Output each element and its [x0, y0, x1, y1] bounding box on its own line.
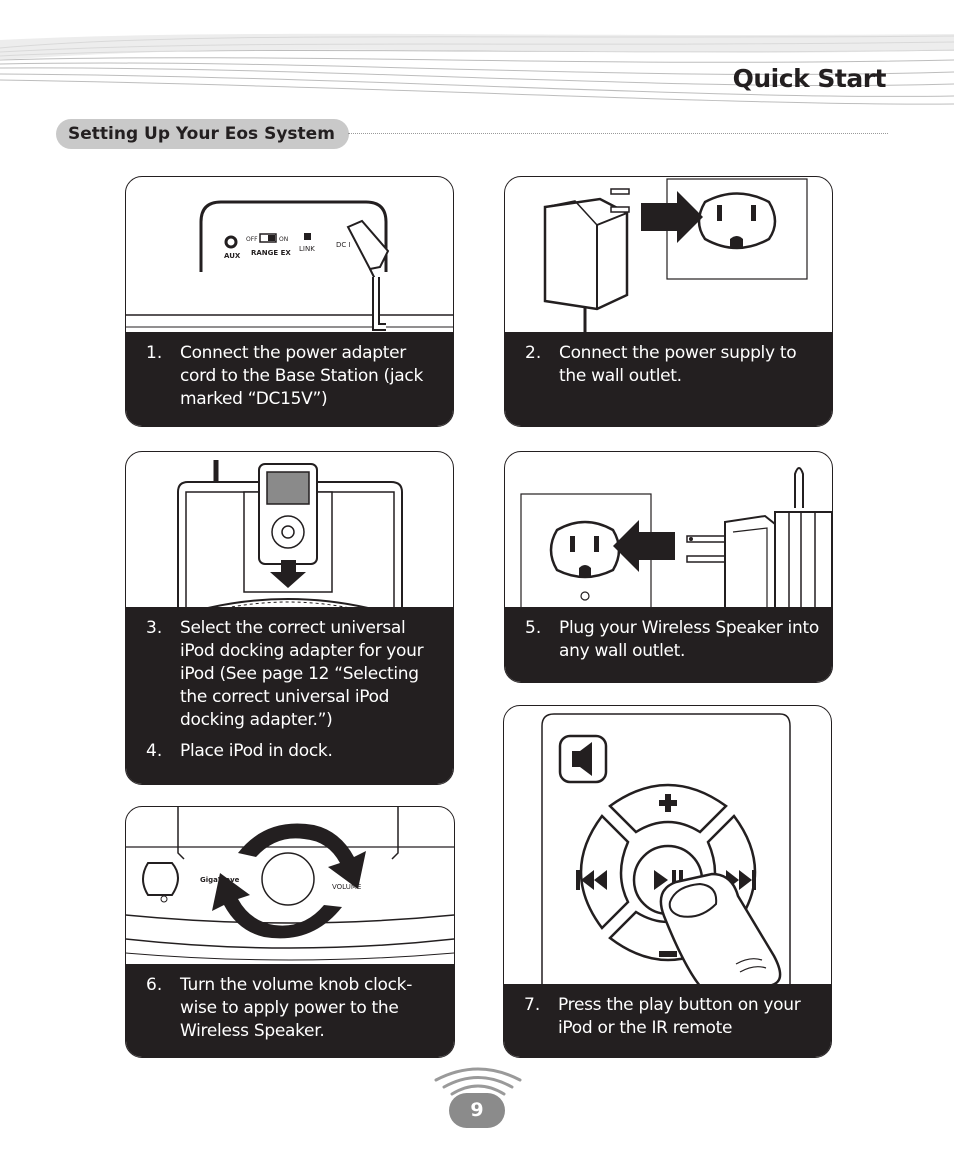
- page-title: Quick Start: [732, 64, 887, 93]
- volume-knob-illustration: GigaWave VOLUME: [126, 807, 454, 961]
- section-divider: [348, 133, 888, 134]
- step-6: 6. Turn the volume knob clock-wise to ap…: [146, 974, 442, 1043]
- step-number: 2.: [525, 343, 542, 363]
- speaker-icon: [558, 734, 608, 784]
- page-number: 9: [449, 1093, 505, 1128]
- step-text: Select the correct universal iPod dockin…: [180, 618, 424, 730]
- base-station-jack-illustration: AUX OFF ON RANGE EX LINK DC I: [126, 200, 453, 331]
- step-2: 2. Connect the power supply to the wall …: [525, 342, 820, 388]
- step-number: 5.: [525, 618, 542, 638]
- rotate-clockwise-icon: [238, 823, 366, 889]
- step-number: 3.: [146, 618, 163, 638]
- speaker-to-outlet-illustration: [520, 467, 832, 608]
- finger-pressing-icon: [659, 872, 782, 986]
- next-track-icon: [726, 870, 756, 890]
- on-label: ON: [279, 236, 288, 243]
- step-text: Place iPod in dock.: [180, 741, 333, 761]
- power-plug-icon: [346, 219, 390, 331]
- ipod-icon: [258, 463, 318, 565]
- arrow-left-icon: [613, 520, 675, 572]
- wall-outlet-icon: [549, 520, 621, 579]
- minus-icon: [659, 951, 677, 957]
- step-card-1: AUX OFF ON RANGE EX LINK DC I 1. Connect…: [125, 176, 454, 427]
- step-card-2: 2. Connect the power supply to the wall …: [504, 176, 833, 427]
- ipod-dock-illustration: [177, 460, 403, 608]
- wireless-waves-icon: [434, 1067, 522, 1096]
- step-card-3: 3. Select the correct universal iPod doc…: [125, 451, 454, 785]
- step-number: 7.: [524, 995, 541, 1015]
- rotate-arrow-lower-icon: [212, 873, 342, 939]
- range-ex-label: RANGE EX: [251, 249, 291, 257]
- step-3: 3. Select the correct universal iPod doc…: [146, 617, 441, 732]
- adapter-to-outlet-illustration: [543, 178, 808, 333]
- dc-label: DC I: [336, 241, 351, 249]
- step-4: 4. Place iPod in dock.: [146, 740, 441, 763]
- step-text: Plug your Wireless Speaker into any wall…: [559, 618, 819, 661]
- step-card-5: 5. Plug your Wireless Speaker into any w…: [504, 451, 833, 683]
- header-swoosh: [0, 33, 954, 105]
- off-label: OFF: [246, 236, 258, 243]
- volume-label: VOLUME: [332, 883, 361, 891]
- step-number: 1.: [146, 343, 163, 363]
- step-card-6: GigaWave VOLUME 6. Turn the volume knob …: [125, 806, 455, 1058]
- plus-icon: [659, 794, 677, 812]
- step-text: Turn the volume knob clock-wise to apply…: [180, 975, 413, 1041]
- previous-track-icon: [576, 870, 607, 890]
- step-text: Connect the power adapter cord to the Ba…: [180, 343, 424, 409]
- arrow-right-icon: [641, 191, 703, 243]
- step-text: Press the play button on your iPod or th…: [558, 995, 801, 1038]
- step-7: 7. Press the play button on your iPod or…: [524, 994, 819, 1040]
- step-number: 4.: [146, 741, 163, 761]
- aux-label: AUX: [224, 252, 241, 260]
- arrow-down-icon: [270, 560, 306, 588]
- step-1: 1. Connect the power adapter cord to the…: [146, 342, 441, 411]
- step-text: Connect the power supply to the wall out…: [559, 343, 797, 386]
- step-card-7: 7. Press the play button on your iPod or…: [503, 705, 832, 1058]
- link-label: LINK: [299, 245, 315, 253]
- step-number: 6.: [146, 975, 163, 995]
- step-5: 5. Plug your Wireless Speaker into any w…: [525, 617, 820, 663]
- remote-control-illustration: [541, 713, 791, 986]
- section-heading: Setting Up Your Eos System: [56, 119, 349, 149]
